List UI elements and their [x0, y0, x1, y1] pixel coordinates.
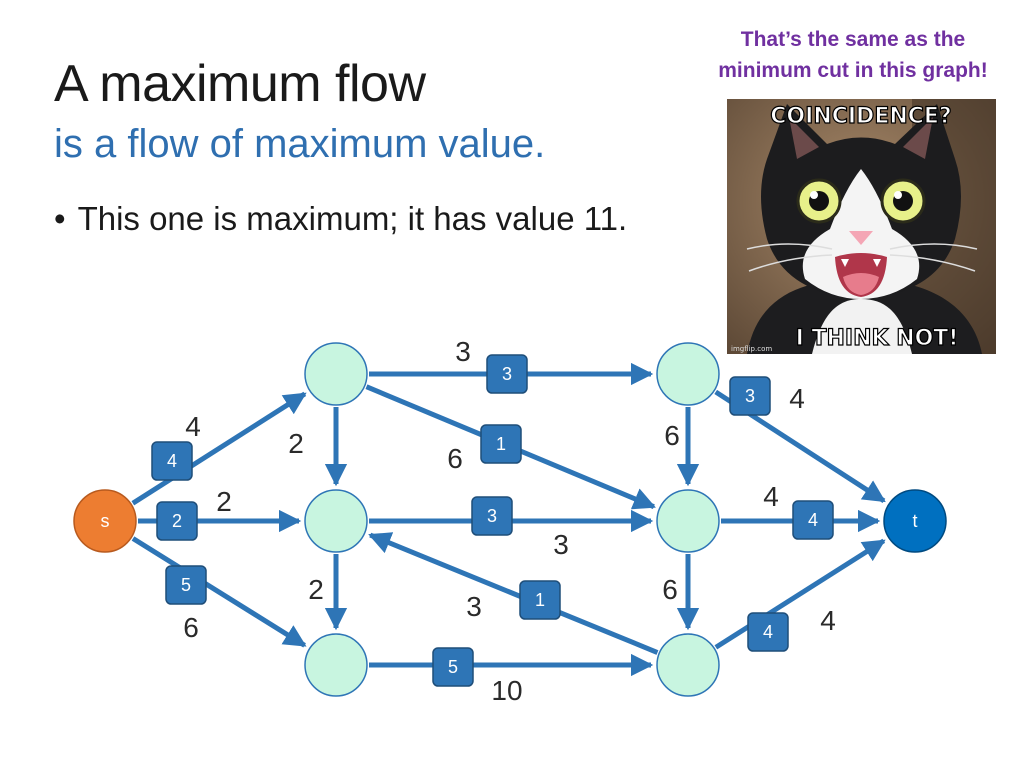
flow-label-f-t: 4	[763, 622, 773, 642]
slide-title: A maximum flow	[54, 55, 426, 113]
capacity-label-a-d: 3	[455, 336, 471, 367]
bullet-dot-icon: •	[54, 200, 66, 237]
meme-top-text: COINCIDENCE?	[770, 104, 951, 129]
capacity-label-e-f: 6	[662, 574, 678, 605]
edge-f-t	[714, 538, 886, 650]
flow-box-e-t	[792, 500, 834, 540]
meme-watermark: imgflip.com	[731, 345, 772, 353]
flow-box-d-t	[729, 376, 771, 416]
flow-label-a-e: 1	[496, 434, 506, 454]
meme-caption-note: That’s the same as the minimum cut in th…	[690, 24, 1016, 86]
flow-label-b-e: 3	[487, 506, 497, 526]
capacity-label-d-t: 4	[789, 383, 805, 414]
node-label-s: s	[101, 511, 110, 531]
capacity-label-d-e: 6	[664, 420, 680, 451]
node-c	[304, 633, 368, 697]
flow-box-s-b	[156, 501, 198, 541]
node-s	[73, 489, 137, 553]
slide-subtitle: is a flow of maximum value.	[54, 122, 546, 166]
bullet-text: This one is maximum; it has value 11.	[77, 200, 628, 237]
capacity-label-c-f: 10	[491, 675, 522, 706]
flow-box-a-d	[486, 354, 528, 394]
node-a	[304, 342, 368, 406]
flow-box-b-e	[471, 496, 513, 536]
flow-label-s-c: 5	[181, 575, 191, 595]
node-f	[656, 633, 720, 697]
capacity-label-f-t: 4	[820, 605, 836, 636]
capacity-label-b-c: 2	[308, 574, 324, 605]
node-label-t: t	[912, 511, 917, 531]
capacity-label-e-t: 4	[763, 481, 779, 512]
flow-box-s-a	[151, 441, 193, 481]
node-e	[656, 489, 720, 553]
capacity-label-a-e: 6	[447, 443, 463, 474]
node-d	[656, 342, 720, 406]
edge-f-b	[368, 532, 659, 655]
note-line-1: That’s the same as the	[740, 28, 966, 51]
flow-box-s-c	[165, 565, 207, 605]
flow-label-a-d: 3	[502, 364, 512, 384]
capacity-label-s-a: 4	[185, 411, 201, 442]
node-t	[883, 489, 947, 553]
flow-label-f-b: 1	[535, 590, 545, 610]
flow-box-f-t	[747, 612, 789, 652]
flow-label-c-f: 5	[448, 657, 458, 677]
capacity-label-s-b: 2	[216, 486, 232, 517]
flow-label-s-b: 2	[172, 511, 182, 531]
capacity-label-a-b: 2	[288, 428, 304, 459]
flow-label-d-t: 3	[745, 386, 755, 406]
bullet-point: • This one is maximum; it has value 11.	[54, 200, 627, 238]
meme-bottom-text: I THINK NOT!	[796, 326, 959, 351]
note-line-2: minimum cut in this graph!	[718, 59, 988, 82]
cat-meme-image: COINCIDENCE? I THINK NOT! imgflip.com	[727, 99, 996, 354]
capacity-label-b-e: 3	[553, 529, 569, 560]
edge-s-c	[131, 536, 307, 648]
flow-box-f-b	[519, 580, 561, 620]
flow-box-a-e	[480, 424, 522, 464]
node-b	[304, 489, 368, 553]
flow-box-c-f	[432, 647, 474, 687]
edge-s-a	[131, 391, 307, 506]
capacity-label-s-c: 6	[183, 612, 199, 643]
capacity-label-f-b: 3	[466, 591, 482, 622]
flow-label-s-a: 4	[167, 451, 177, 471]
flow-label-e-t: 4	[808, 510, 818, 530]
